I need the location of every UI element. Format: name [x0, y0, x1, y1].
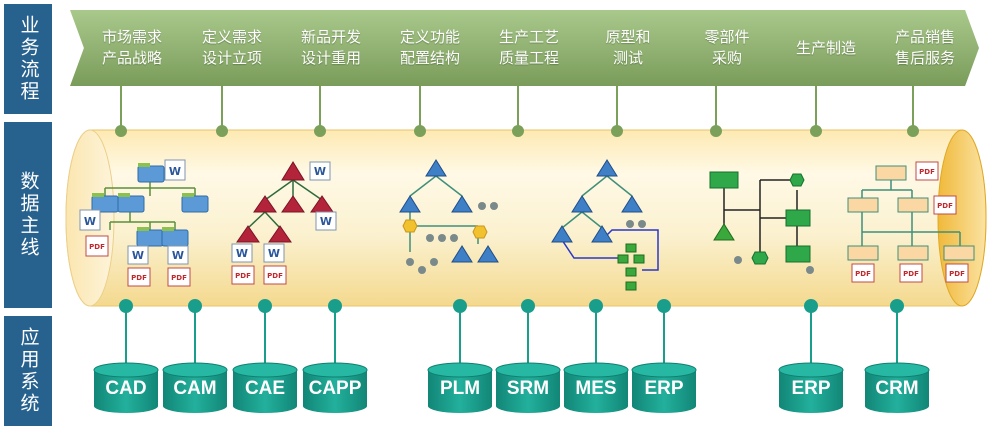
svg-text:PDF: PDF [919, 168, 935, 176]
svg-text:PDF: PDF [235, 272, 251, 280]
system-databases [93, 362, 930, 413]
process-flow-tree-icon [551, 159, 659, 291]
system-label-erp: ERP [644, 378, 684, 399]
pdf-doc-icon: PDF [933, 195, 957, 215]
process-step-parts-procurement: 零部件采购 [665, 10, 781, 86]
database-icon [302, 362, 368, 413]
word-doc-icon: W [79, 209, 101, 231]
database-icon [778, 362, 844, 413]
pdf-doc-icon: PDF [945, 263, 969, 283]
database-icon [93, 362, 159, 413]
database-icon [232, 362, 298, 413]
word-doc-icon: W [167, 245, 189, 265]
svg-text:PDF: PDF [171, 274, 187, 282]
database-icon [563, 362, 629, 413]
system-label-mes: MES [575, 378, 617, 399]
word-doc-icon: W [263, 243, 285, 263]
system-label-capp: CAPP [308, 378, 362, 399]
pdf-doc-icon: PDF [231, 265, 255, 285]
system-label-cam: CAM [173, 378, 217, 399]
system-label-crm: CRM [875, 378, 919, 399]
svg-text:PDF: PDF [267, 272, 283, 280]
procurement-network-icon [709, 171, 814, 274]
configuration-tree-icon [399, 159, 499, 274]
svg-text:W: W [169, 165, 181, 178]
process-step-market-demand: 市场需求产品战略 [70, 10, 186, 86]
svg-text:W: W [314, 165, 326, 178]
system-label-plm: PLM [439, 378, 481, 399]
svg-text:PDF: PDF [855, 270, 871, 278]
system-label-srm: SRM [506, 378, 550, 399]
system-connectors [119, 299, 904, 366]
process-step-sales-service: 产品销售售后服务 [863, 10, 979, 86]
pdf-doc-icon: PDF [263, 265, 287, 285]
svg-text:W: W [268, 247, 280, 260]
word-doc-icon: W [315, 211, 337, 231]
svg-text:W: W [172, 249, 184, 262]
word-doc-icon: W [164, 159, 186, 181]
process-step-manufacturing: 生产制造 [764, 10, 880, 86]
svg-text:W: W [236, 247, 248, 260]
database-icon [427, 362, 493, 413]
svg-text:PDF: PDF [949, 270, 965, 278]
svg-text:W: W [132, 249, 144, 262]
data-pipe [65, 129, 987, 307]
application-systems-label: 应用系统 [4, 316, 52, 426]
svg-text:PDF: PDF [131, 274, 147, 282]
word-doc-icon: W [127, 245, 149, 265]
pdf-doc-icon: PDF [899, 263, 923, 283]
word-doc-icon: W [309, 161, 331, 181]
process-step-new-product-development: 新品开发设计重用 [269, 10, 385, 86]
process-step-define-functions: 定义功能配置结构 [368, 10, 484, 86]
system-label-cae: CAE [244, 378, 286, 399]
product-structure-tree-icon [236, 161, 334, 243]
process-connectors [115, 86, 919, 137]
pdf-doc-icon: PDF [127, 267, 151, 287]
system-label-cad: CAD [105, 378, 147, 399]
svg-text:PDF: PDF [903, 270, 919, 278]
customer-org-chart-icon [847, 165, 975, 261]
word-doc-icon: W [231, 243, 253, 263]
pdf-doc-icon: PDF [167, 267, 191, 287]
process-step-prototype-testing: 原型和测试 [566, 10, 682, 86]
svg-text:PDF: PDF [89, 243, 105, 251]
database-icon [495, 362, 561, 413]
process-step-define-requirements: 定义需求设计立项 [170, 10, 286, 86]
process-step-production-process: 生产工艺质量工程 [467, 10, 583, 86]
svg-text:PDF: PDF [937, 202, 953, 210]
database-icon [162, 362, 228, 413]
system-label-erp-manufacturing: ERP [791, 378, 831, 399]
business-process-label: 业务流程 [4, 4, 52, 114]
svg-text:W: W [84, 215, 96, 228]
data-thread-label: 数据主线 [4, 122, 52, 308]
pdf-doc-icon: PDF [85, 235, 109, 257]
database-icon [864, 362, 930, 413]
folder-document-tree-icon [91, 163, 209, 247]
document-icons: W W PDF W W PDF PDF W [79, 159, 969, 287]
pdf-doc-icon: PDF [915, 161, 939, 181]
svg-text:W: W [320, 215, 332, 228]
pdf-doc-icon: PDF [851, 263, 875, 283]
database-icon [631, 362, 697, 413]
